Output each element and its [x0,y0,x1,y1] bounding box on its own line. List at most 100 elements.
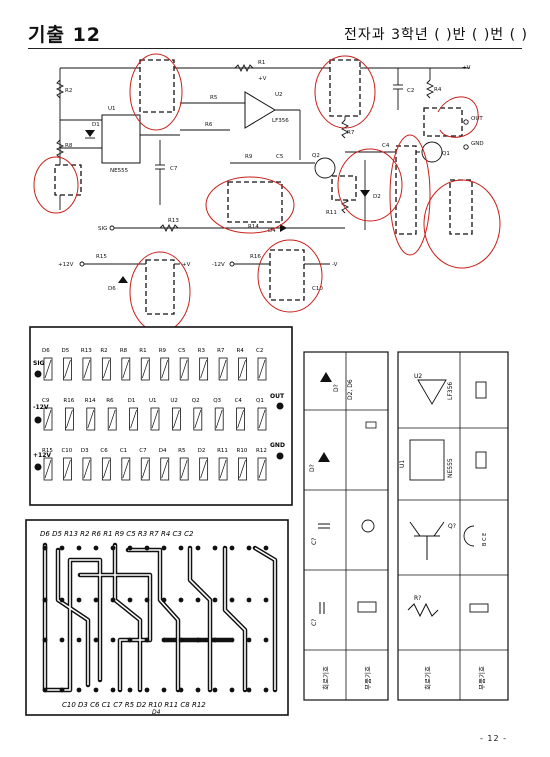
layout-part-mark [258,459,266,479]
pcb-pad [76,637,82,643]
pcb-pad [110,687,116,693]
label-ne555: NE555 [110,168,129,174]
pcb-pad [59,597,65,603]
layout-part-outline [236,407,246,431]
layout-part-label: R8 [120,348,128,354]
layout-part-label: R6 [106,398,114,404]
label-r4: R4 [434,87,442,93]
layout-part-mark [239,459,246,479]
layout-part-outline [129,407,139,431]
layout-part-outline [121,357,131,381]
layout-part-mark [141,459,149,479]
layout-part-mark [239,359,246,379]
layout-part-mark [180,459,188,479]
layout-part-label: R9 [159,348,167,354]
layout-part-mark [64,359,71,379]
pcb-pad [229,687,235,693]
answer-box-6[interactable] [331,175,357,201]
layout-part-mark [87,409,95,429]
red-mark-3 [437,96,479,138]
pcb-pad [178,687,184,693]
layout-part-label: R14 [85,398,96,404]
pcb-pad [59,687,65,693]
layout-part-label: C9 [42,398,50,404]
layout-part-label: C2 [256,348,263,354]
answer-box-2[interactable] [329,59,361,117]
label-plus-v-right: +V [462,65,471,71]
right-sym3-pins: B C E [482,533,488,546]
layout-part-label: C5 [178,348,186,354]
pcb-pad [110,637,116,643]
layout-part-label: C7 [139,448,147,454]
answer-box-10[interactable] [269,249,305,301]
layout-part-mark [44,459,52,479]
layout-part-outline [121,457,131,481]
pcb-pad [229,637,235,643]
label-minus-v: -V [332,262,338,268]
label-r14: R14 [248,224,259,230]
layout-part-mark [151,409,159,429]
layout-part-outline [140,357,150,381]
pcb-pad [144,545,150,551]
layout-part-outline [257,457,267,481]
answer-box-9[interactable] [145,259,175,315]
layout-part-outline [63,357,72,381]
pcb-pad [144,597,150,603]
layout-part-outline [43,407,53,431]
pcb-pad [110,597,116,603]
layout-part-label: R2 [100,348,107,354]
layout-part-label: D4 [159,448,167,454]
answer-box-1[interactable] [139,59,175,113]
label-r1: R1 [258,60,265,66]
pcb-bottom-labels: C10 D3 C6 C1 C7 R5 D2 R10 R11 C8 R12 [62,701,206,709]
pcb-pad [144,637,150,643]
pcb-pad [93,545,99,551]
layout-part-outline [140,457,150,481]
red-mark-8 [423,179,501,269]
layout-part-outline [160,457,170,481]
page-header: 기출 12 전자과 3학년 ( )반 ( )번 ( ) [28,18,528,46]
layout-part-mark [200,459,207,479]
layout-part-outline [257,407,267,431]
layout-part-mark [141,359,149,379]
layout-part-label: R5 [178,448,186,454]
pcb-pad [263,637,269,643]
label-r15: R15 [96,254,107,260]
layout-part-label: D1 [128,398,136,404]
answer-box-4[interactable] [54,164,82,196]
layout-part-mark [258,409,266,429]
label-r8: R8 [65,143,73,149]
layout-part-label: R1 [139,348,146,354]
left-sym3-designator: C? [311,538,318,545]
layout-label-sig: SIG [33,360,45,367]
pcb-pad [76,545,82,551]
label-r9: R9 [245,154,253,160]
pcb-pad [93,687,99,693]
layout-part-outline [86,407,96,431]
pcb-pad [161,637,167,643]
right-sym3-designator: Q? [448,523,456,530]
pcb-pad [195,545,201,551]
answer-box-5[interactable] [227,181,283,223]
pcb-pad [212,637,218,643]
label-u1: U1 [108,106,116,112]
layout-part-outline [238,457,247,481]
answer-box-3[interactable] [423,107,463,137]
layout-part-outline [218,457,228,481]
pcb-pad [144,687,150,693]
layout-part-label: Q1 [256,398,264,404]
student-info-line: 전자과 3학년 ( )반 ( )번 ( ) [344,27,528,43]
layout-part-mark [194,409,202,429]
label-gnd: GND [471,141,484,147]
layout-part-label: D5 [61,348,69,354]
layout-part-outline [199,457,209,481]
layout-part-outline [238,357,247,381]
layout-part-outline [101,357,111,381]
layout-part-label: R10 [237,448,248,454]
pcb-pad [195,597,201,603]
label-sig: SIG [98,226,107,232]
answer-box-7[interactable] [395,145,417,235]
pcb-pad [42,545,48,551]
